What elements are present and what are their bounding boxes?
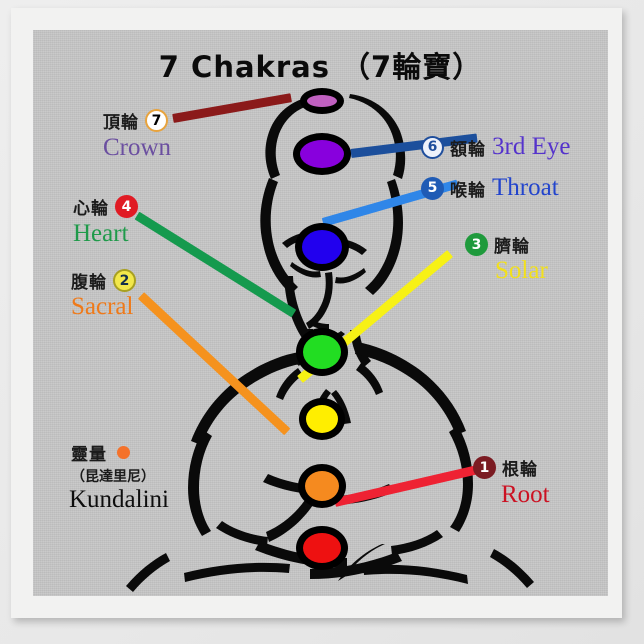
label-solar-english: Solar [495, 257, 548, 284]
label-sacral-english: Sacral [71, 293, 134, 320]
label-kundalini[interactable]: 靈量 （昆達里尼） Kundalini [69, 440, 169, 513]
label-third-eye-english: 3rd Eye [492, 133, 571, 160]
label-heart-chinese: 心輪 [73, 199, 109, 219]
label-kundalini-english: Kundalini [69, 486, 169, 513]
label-crown-chinese: 頂輪 [103, 113, 139, 133]
label-throat-english: Throat [492, 174, 559, 201]
label-crown[interactable]: 頂輪 7 Crown [103, 108, 171, 161]
label-root[interactable]: 1 根輪 Root [473, 455, 550, 508]
badge-throat[interactable]: 5 [421, 176, 444, 200]
label-root-chinese: 根輪 [502, 460, 538, 480]
label-crown-english: Crown [103, 134, 172, 161]
badge-heart[interactable]: 4 [115, 195, 138, 218]
poster-paper: 7 Chakras （7輪寶） [11, 8, 622, 618]
page-title: 7 Chakras （7輪寶） [158, 50, 483, 84]
label-throat-chinese: 喉輪 [450, 180, 486, 201]
chakra-dot-throat [295, 223, 349, 271]
label-heart[interactable]: 心輪 4 Heart [73, 194, 138, 247]
chakra-dot-root [296, 526, 348, 570]
label-third-eye[interactable]: 6 額輪 3rd Eye [421, 133, 571, 160]
label-sacral[interactable]: 腹輪 2 Sacral [71, 268, 136, 320]
label-sacral-chinese: 腹輪 [71, 273, 107, 293]
badge-crown[interactable]: 7 [145, 109, 168, 132]
label-kundalini-chinese-sub: （昆達里尼） [71, 469, 155, 485]
label-solar-chinese: 臍輪 [494, 237, 530, 257]
label-heart-english: Heart [73, 220, 129, 247]
badge-sacral[interactable]: 2 [113, 269, 136, 292]
chakra-dot-heart [296, 328, 348, 376]
badge-solar[interactable]: 3 [465, 233, 488, 256]
chakra-dot-third-eye [293, 133, 351, 175]
label-third-eye-chinese: 額輪 [450, 139, 486, 160]
label-solar[interactable]: 3 臍輪 Solar [465, 232, 548, 284]
chakra-dot-sacral [298, 464, 346, 508]
label-root-english: Root [501, 481, 550, 508]
badge-third-eye[interactable]: 6 [421, 135, 444, 159]
badge-root[interactable]: 1 [473, 456, 496, 479]
label-throat[interactable]: 5 喉輪 Throat [421, 174, 559, 201]
kundalini-dot-icon [117, 446, 130, 459]
label-kundalini-chinese: 靈量 [71, 445, 107, 465]
poster-artwork-panel: 7 Chakras （7輪寶） [33, 30, 608, 596]
chakra-dot-crown [300, 88, 344, 114]
chakra-dot-solar [299, 398, 345, 440]
